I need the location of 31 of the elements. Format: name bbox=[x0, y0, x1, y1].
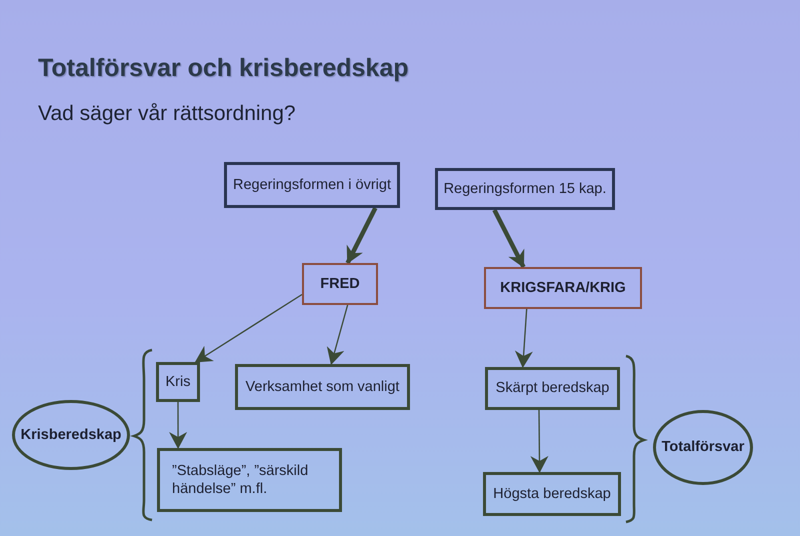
process-box bbox=[156, 362, 200, 402]
arrow bbox=[492, 208, 526, 268]
ellipse-node bbox=[653, 410, 753, 485]
node-label: Regeringsformen 15 kap. bbox=[444, 180, 606, 198]
process-box bbox=[485, 367, 620, 410]
node-label: ”Stabsläge”, ”särskild händelse” m.fl. bbox=[172, 462, 310, 498]
process-box bbox=[224, 162, 400, 208]
slide-title: Totalförsvar och krisberedskap bbox=[38, 54, 409, 83]
process-box bbox=[435, 168, 615, 210]
arrow bbox=[194, 294, 302, 363]
arrow bbox=[169, 402, 188, 449]
arrow bbox=[346, 206, 378, 264]
node-label: Regeringsformen i övrigt bbox=[233, 176, 391, 194]
node-label: Skärpt beredskap bbox=[496, 379, 610, 398]
node-label: Totalförsvar bbox=[662, 438, 744, 457]
node-label: Krisberedskap bbox=[20, 426, 122, 444]
arrow bbox=[530, 410, 548, 473]
node-label: Verksamhet som vanligt bbox=[246, 378, 400, 396]
arrow bbox=[326, 304, 348, 365]
process-box bbox=[483, 472, 621, 516]
slide-subtitle: Vad säger vår rättsordning? bbox=[38, 102, 296, 126]
node-label: KRIGSFARA/KRIG bbox=[500, 278, 626, 298]
process-box bbox=[484, 267, 642, 309]
node-label: Kris bbox=[166, 372, 190, 392]
arrow bbox=[514, 308, 533, 368]
ellipse-node bbox=[12, 400, 130, 470]
process-box bbox=[157, 448, 342, 512]
node-label: FRED bbox=[320, 274, 360, 294]
node-label: Högsta beredskap bbox=[493, 484, 611, 504]
process-box bbox=[302, 263, 378, 305]
process-box bbox=[235, 364, 410, 410]
